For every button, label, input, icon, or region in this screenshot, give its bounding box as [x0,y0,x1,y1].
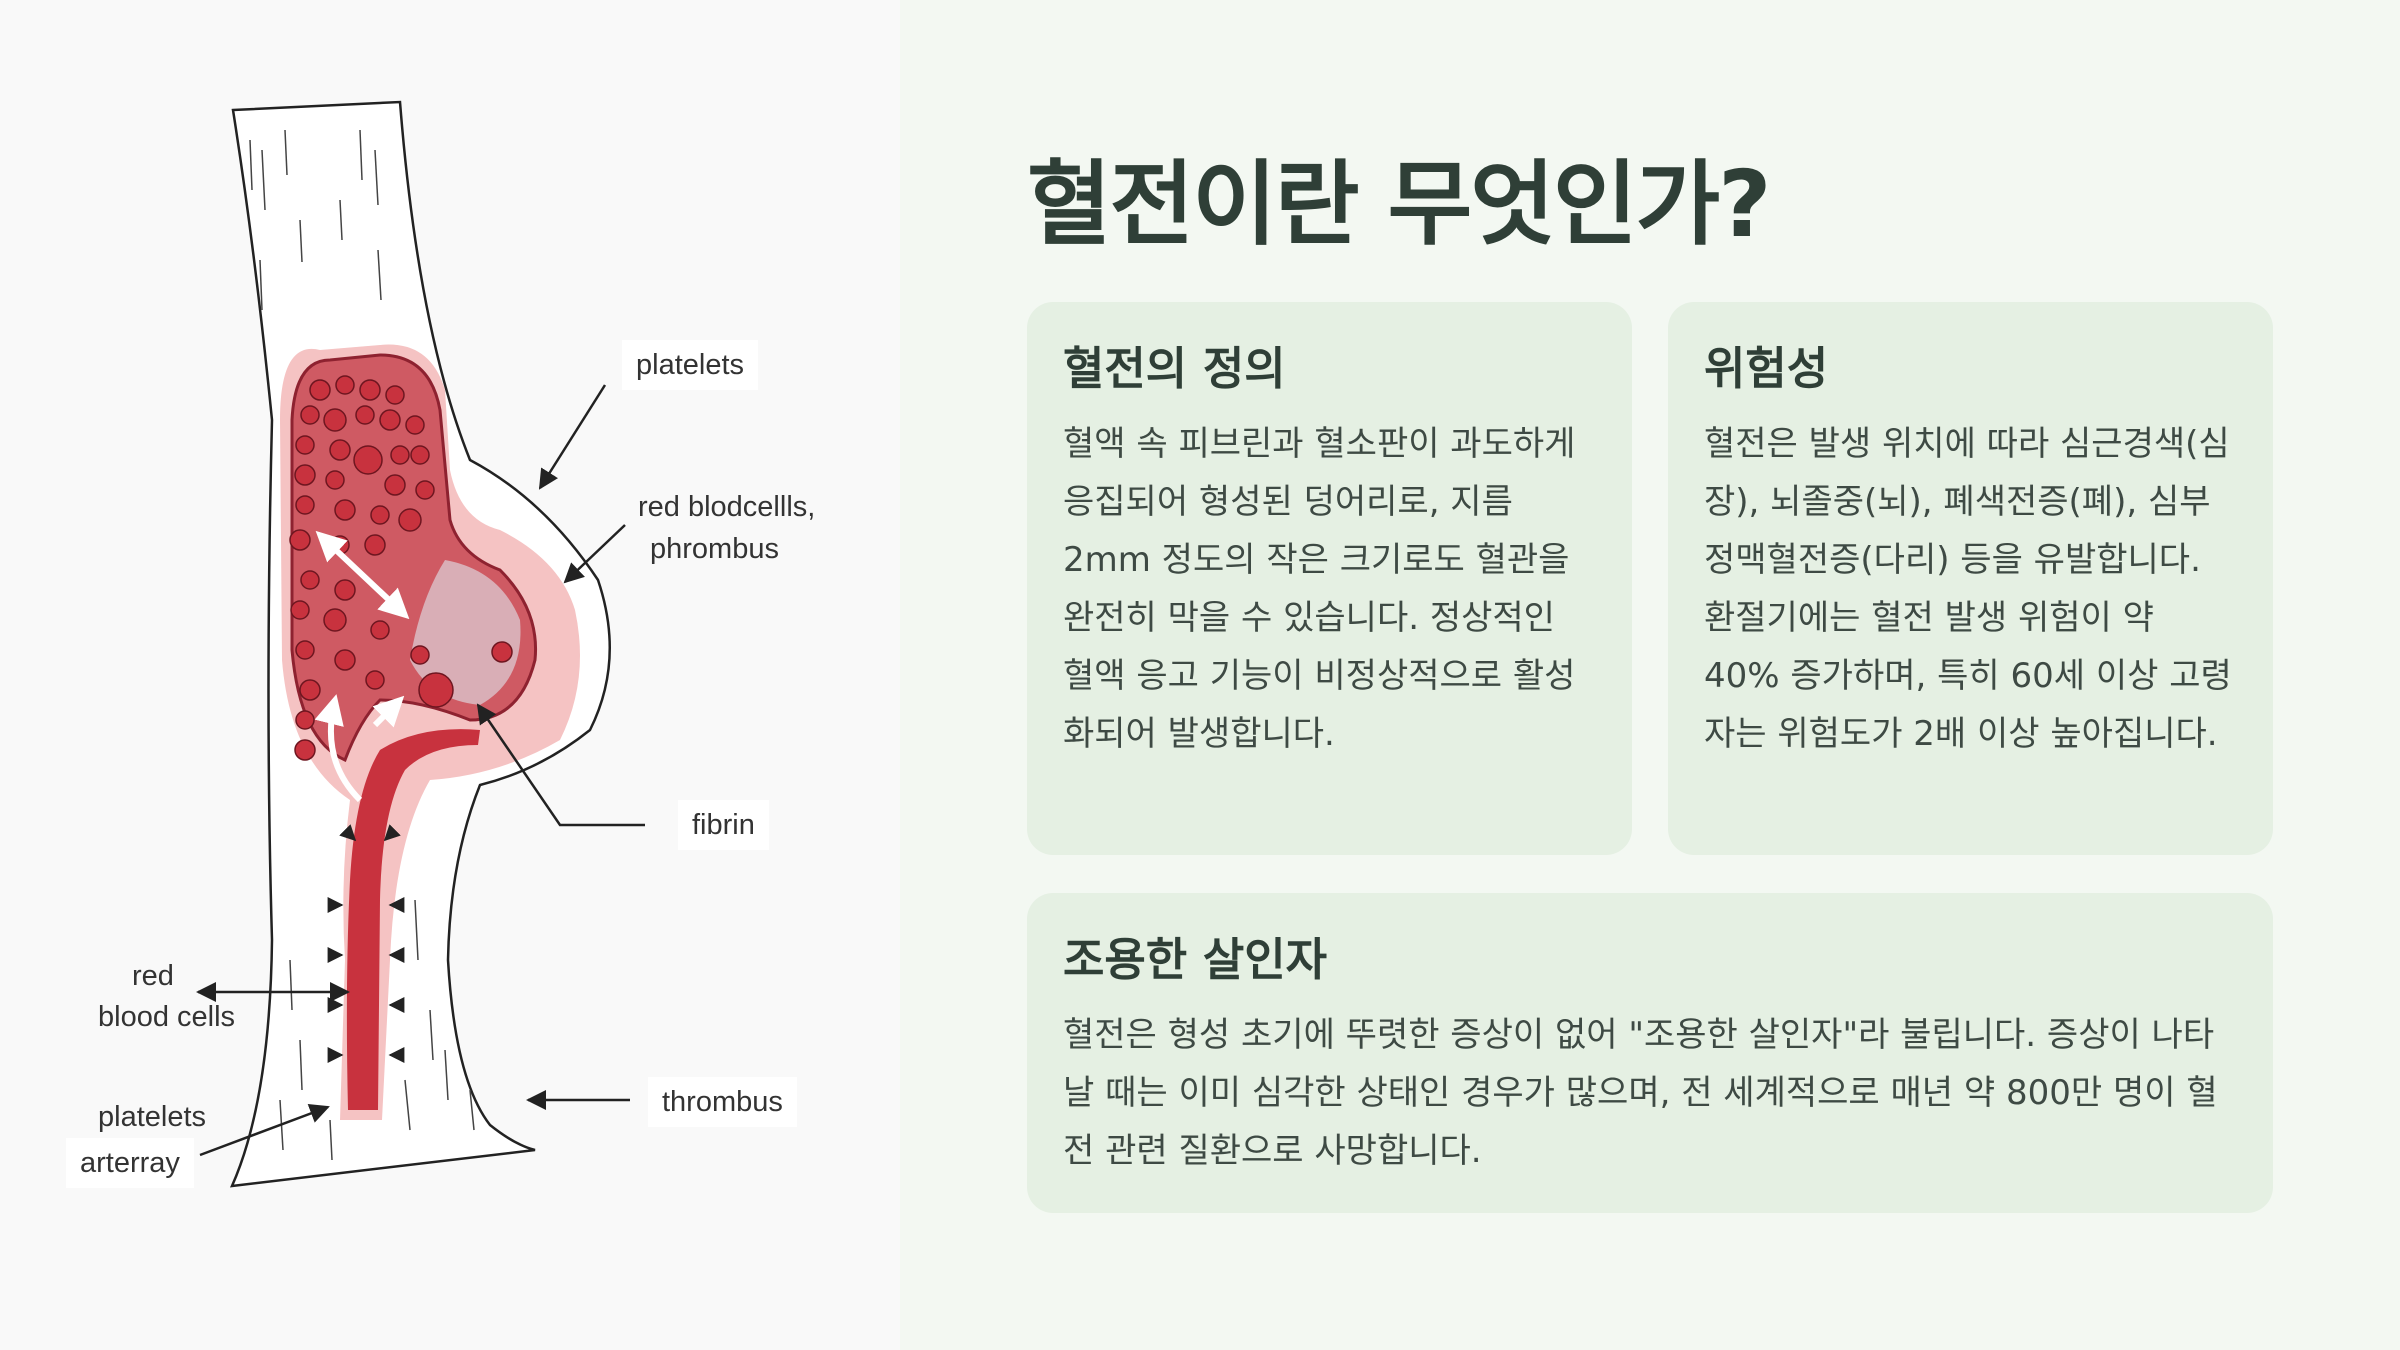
label-red-blood-cells-thrombus-2: phrombus [650,533,779,565]
leader-lines [196,384,645,1157]
card-risk-title: 위험성 [1704,342,1829,395]
card-definition-body: 혈액 속 피브린과 혈소판이 과도하게 응집되어 형성된 덩어리로, 지름 2m… [1063,424,1576,754]
pressure-arrows [327,824,405,1063]
label-platelets-top: platelets [622,340,759,390]
label-fibrin: fibrin [678,800,769,850]
label-thrombus: thrombus [648,1077,797,1127]
card-silent-killer-title: 조용한 살인자 [1063,933,1328,986]
card-definition-title: 혈전의 정의 [1063,342,1286,395]
card-silent-killer-body: 혈전은 형성 초기에 뚜렷한 증상이 없어 "조용한 살인자"라 불립니다. 증… [1063,1015,2218,1171]
blood-channel [346,729,480,1110]
label-arterray: arterray [66,1138,194,1188]
fibrin-mesh [410,560,521,705]
illustration-panel: platelets red blodcellls, phrombus fibri… [0,0,900,1350]
card-risk: 위험성 혈전은 발생 위치에 따라 심근경색(심장), 뇌졸중(뇌), 폐색전증… [1668,302,2273,855]
card-definition: 혈전의 정의 혈액 속 피브린과 혈소판이 과도하게 응집되어 형성된 덩어리로… [1027,302,1632,855]
red-blood-cells [289,375,513,761]
label-red-blood-cells-2: blood cells [98,1001,236,1033]
card-silent-killer: 조용한 살인자 혈전은 형성 초기에 뚜렷한 증상이 없어 "조용한 살인자"라… [1027,893,2273,1213]
blood-vessel-thrombus-illustration [196,100,645,1188]
label-platelets-bottom: platelets [98,1101,207,1133]
label-red-blood-cells-thrombus-1: red blodcellls, [638,491,816,523]
card-risk-body: 혈전은 발생 위치에 따라 심근경색(심장), 뇌졸중(뇌), 폐색전증(폐),… [1704,424,2232,754]
flow-arrows [314,530,410,803]
page-title: 혈전이란 무엇인가? [1027,151,1772,258]
label-red-blood-cells-1: red [132,960,174,992]
